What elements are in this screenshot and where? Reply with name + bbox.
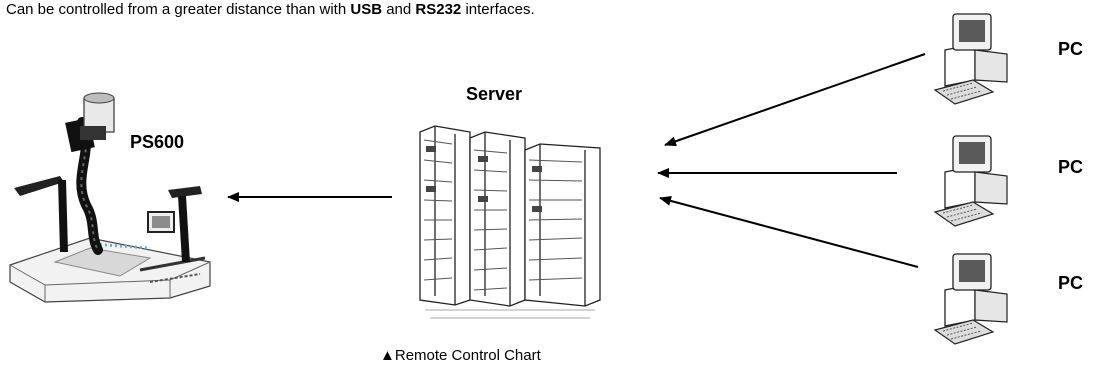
server-label: Server — [466, 84, 523, 104]
pc-computer-image-3 — [933, 253, 1008, 345]
arrow-pc3-to-server — [659, 196, 919, 268]
intro-and: and — [382, 1, 416, 18]
usb-term: USB — [350, 1, 383, 18]
ps600-device-image — [9, 92, 211, 303]
server-rack-image — [419, 125, 601, 319]
figure-caption: ▲Remote Control Chart — [380, 347, 541, 364]
pc-label-2: PC — [1058, 157, 1084, 177]
caption-text: Remote Control Chart — [394, 347, 541, 364]
rs232-term: RS232 — [415, 1, 462, 18]
ps600-label: PS600 — [130, 132, 185, 152]
caption-triangle-icon: ▲ — [380, 347, 395, 364]
intro-prefix: Can be controlled from a greater distanc… — [6, 1, 351, 18]
pc-computer-image-2 — [933, 135, 1008, 227]
arrow-pc1-to-server — [664, 53, 926, 147]
pc-label-3: PC — [1058, 273, 1084, 293]
intro-text: Can be controlled from a greater distanc… — [6, 1, 535, 18]
pc-computer-image-1 — [933, 13, 1008, 105]
pc-label-1: PC — [1058, 39, 1084, 59]
intro-suffix: interfaces. — [461, 1, 535, 18]
